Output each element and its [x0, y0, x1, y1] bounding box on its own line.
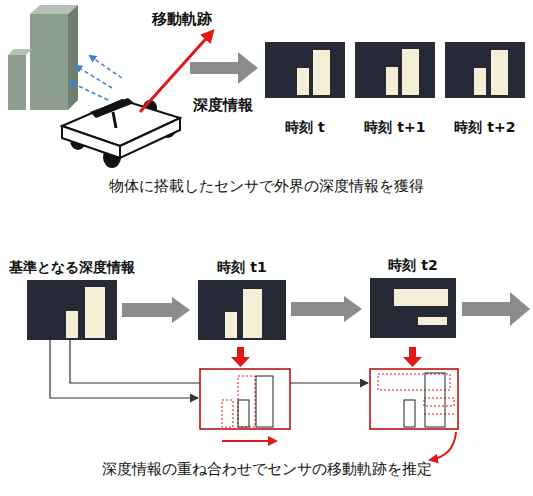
- caption-text: 深度情報の重ね合わせでセンサの移動軌跡を推定: [0, 459, 533, 479]
- time-label: 時刻 t: [285, 118, 325, 136]
- overlay-box: [370, 369, 458, 429]
- process-arrow: [122, 297, 190, 323]
- building: [8, 5, 78, 110]
- time-label: 時刻 t1: [217, 258, 266, 276]
- depth-panel: 時刻 t+1: [355, 42, 435, 98]
- depth-label: 深度情報: [193, 95, 253, 115]
- sensing-ray: [70, 56, 122, 100]
- process-arrow: [462, 292, 530, 326]
- down-arrow: [403, 347, 422, 367]
- time-label: 基準となる深度情報: [9, 258, 135, 276]
- trajectory-label: 移動軌跡: [152, 9, 212, 29]
- down-arrow: [231, 347, 250, 367]
- time-label: 時刻 t+1: [364, 118, 425, 136]
- process-arrow: [291, 296, 362, 322]
- caption-text: 物体に搭載したセンサで外界の深度情報を獲得: [0, 176, 533, 196]
- motion-arrow: [222, 440, 276, 442]
- depth-panel: 時刻 t: [265, 42, 345, 98]
- time-label: 時刻 t2: [388, 256, 437, 274]
- time-label: 時刻 t+2: [454, 118, 515, 136]
- depth-panel: 基準となる深度情報: [27, 280, 117, 340]
- overlay-box: [200, 369, 290, 429]
- depth-panel: 時刻 t2: [370, 278, 456, 338]
- rotation-arrow: [430, 432, 456, 460]
- process-arrow: [190, 52, 258, 84]
- depth-panel: 時刻 t+2: [445, 42, 525, 98]
- robot-vehicle: [62, 98, 180, 168]
- depth-panel: 時刻 t1: [198, 280, 286, 340]
